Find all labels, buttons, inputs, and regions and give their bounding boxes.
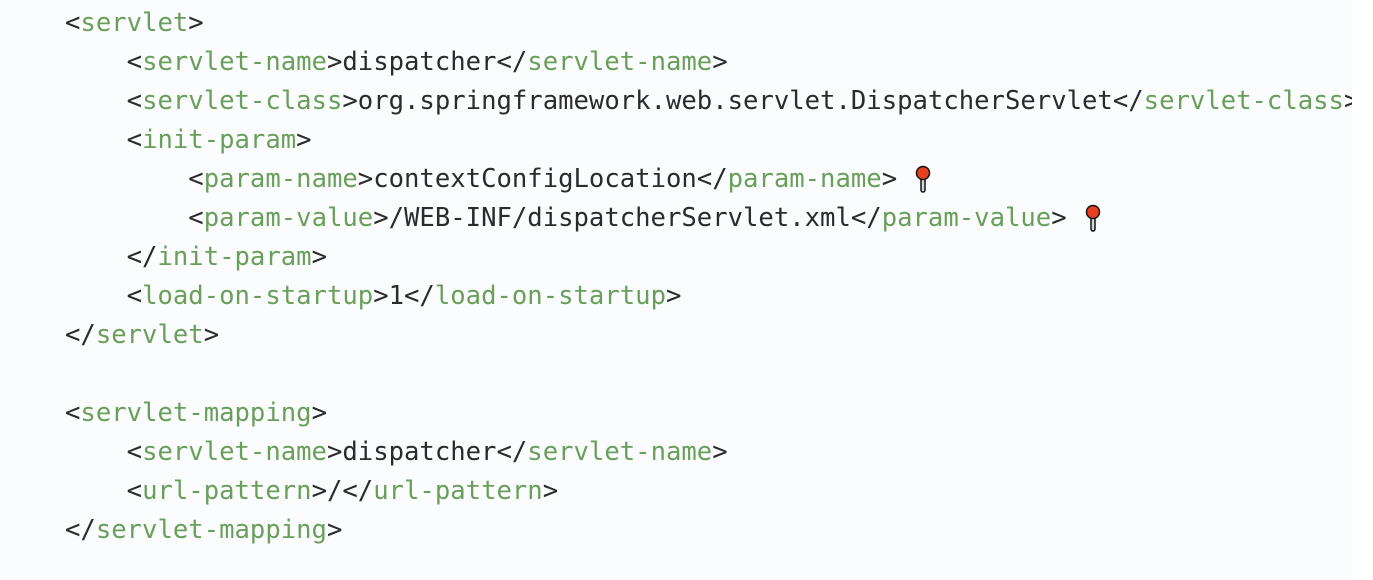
tag-name: servlet [80,8,189,38]
code-line: <servlet-name>dispatcher</servlet-name> [65,43,1352,82]
code-text: >contextConfigLocation</ [357,164,728,194]
tag-name: init-param [157,242,312,272]
code-line: <servlet> [65,4,1352,43]
tag-name: servlet-class [1143,86,1344,116]
indent [65,43,127,82]
tag-name: param-name [727,164,882,194]
tag-name: param-value [203,203,374,233]
indent [65,121,127,160]
code-line: </servlet> [65,316,1352,355]
code-text: > [712,47,728,77]
code-text: < [126,476,143,506]
code-text: < [65,398,81,428]
code-text: < [126,437,143,467]
indent [65,160,188,199]
tag-name: servlet-name [527,47,713,77]
code-text: >/</ [311,476,374,506]
code-line: <servlet-mapping> [65,394,1352,433]
tag-name: param-value [881,203,1052,233]
code-line: <init-param> [65,121,1352,160]
code-text: > [188,8,204,38]
indent [65,472,127,511]
code-text: > [326,515,343,545]
pushpin-icon[interactable] [1085,204,1101,234]
code-text: < [126,47,143,77]
code-text: < [126,125,143,155]
code-text: < [65,8,81,38]
tag-name: url-pattern [142,476,312,506]
pushpin-icon[interactable] [915,165,931,195]
code-line [65,355,1352,394]
code-text: > [311,398,327,428]
indent [65,238,127,277]
code-text: > [296,125,312,155]
tag-name: init-param [142,125,297,155]
code-text: >1</ [373,281,435,311]
tag-name: url-pattern [373,476,543,506]
code-line: <servlet-class>org.springframework.web.s… [65,82,1352,121]
code-text: > [203,320,220,350]
code-text: </ [65,515,96,545]
tag-name: servlet-name [142,47,327,77]
code-text: > [881,164,898,194]
code-line: <servlet-name>dispatcher</servlet-name> [65,433,1352,472]
tag-name: servlet [95,320,204,350]
code-line: </init-param> [65,238,1352,277]
tag-name: servlet-name [527,437,713,467]
indent [65,277,127,316]
code-line: <param-name>contextConfigLocation</param… [65,160,1352,199]
code-text: >dispatcher</ [326,437,528,467]
tag-name: load-on-startup [142,281,374,311]
code-text: > [712,437,728,467]
code-text: >org.springframework.web.servlet.Dispatc… [342,86,1144,116]
code-text: > [311,242,327,272]
code-text: </ [65,320,96,350]
xml-code: <servlet> <servlet-name>dispatcher</serv… [65,4,1352,550]
indent [65,199,188,238]
tag-name: servlet-mapping [80,398,312,428]
code-line: <param-value>/WEB-INF/dispatcherServlet.… [65,199,1352,238]
tag-name: servlet-class [142,86,343,116]
tag-name: servlet-name [142,437,327,467]
code-text: < [188,164,204,194]
code-text: < [126,281,143,311]
code-text: > [665,281,682,311]
tag-name: param-name [203,164,358,194]
code-text: </ [126,242,158,272]
tag-name: load-on-startup [434,281,666,311]
tag-name: servlet-mapping [95,515,327,545]
code-text: > [542,476,559,506]
code-text: >dispatcher</ [326,47,528,77]
code-line: <load-on-startup>1</load-on-startup> [65,277,1352,316]
code-text: > [1051,203,1067,233]
code-text: < [126,86,143,116]
code-text: >/WEB-INF/dispatcherServlet.xml</ [373,203,882,233]
indent [65,433,127,472]
code-text: < [188,203,204,233]
indent [65,82,127,121]
code-line: <url-pattern>/</url-pattern> [65,472,1352,511]
code-line: </servlet-mapping> [65,511,1352,550]
code-text: > [1343,86,1352,116]
